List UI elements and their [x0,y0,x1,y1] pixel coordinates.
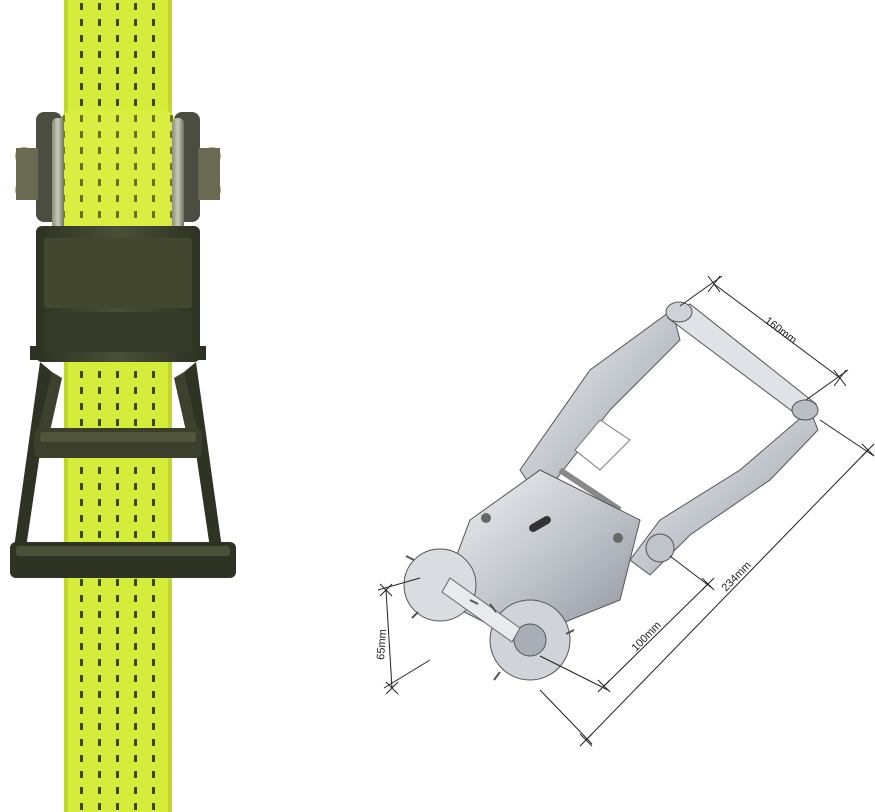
ratchet-body [30,226,206,362]
ratchet-handle [10,362,236,578]
dim-label-handle-width: 160mm [762,315,799,347]
ratchet-photo [10,0,236,812]
dimension-lines [377,275,875,747]
drawing-body [439,469,675,641]
dim-label-body-length: 100mm [630,619,664,654]
drawing-handle [519,301,819,576]
drawing-spool [403,548,575,681]
spool-assembly [15,110,221,242]
dim-label-spool-width: 65mm [375,629,389,660]
ratchet-technical-drawing: 160mm 234mm 100mm 65mm [375,275,875,747]
dim-label-overall-length: 234mm [720,559,754,594]
